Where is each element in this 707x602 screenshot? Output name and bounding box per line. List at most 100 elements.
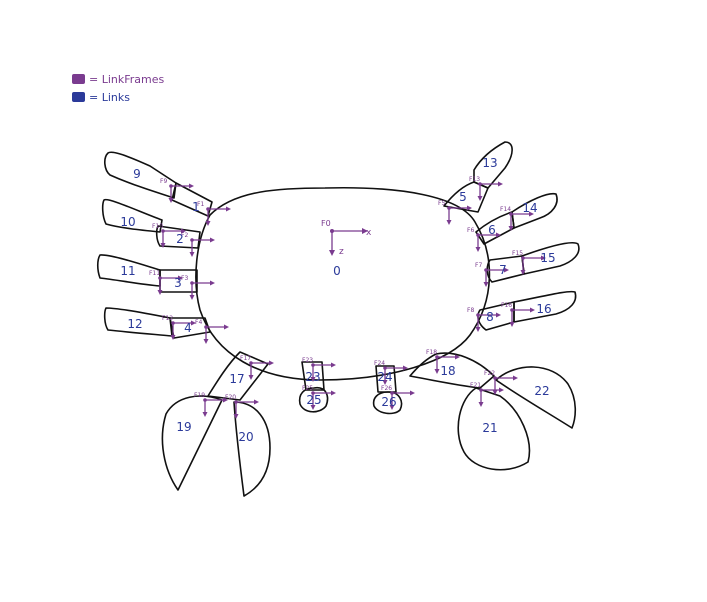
x-axis-label: x	[366, 228, 372, 238]
left-legs	[96, 151, 213, 339]
link-frame-f8: F8	[467, 307, 501, 332]
link-frame-f25: F25	[302, 385, 336, 410]
right-claw	[409, 352, 577, 471]
link-number-5: 5	[459, 190, 467, 204]
frame-label-f13: F13	[469, 176, 480, 183]
frame-label-f24: F24	[374, 360, 385, 367]
link-number-7: 7	[499, 263, 507, 277]
link-frame-f14: F14	[500, 206, 534, 231]
frame-label-f25: F25	[302, 385, 313, 392]
link-24-shape	[375, 365, 397, 393]
link-frame-f22: F22	[484, 370, 518, 395]
body-link-0-shape	[195, 186, 491, 381]
link-number-10: 10	[120, 215, 135, 229]
link-frames-layer: F1F2F3F4F5F6F7F8F9F10F11F12F13F14F15F16F…	[149, 176, 546, 419]
link-frame-f7: F7	[475, 262, 509, 287]
link-number-12: 12	[127, 317, 142, 331]
frame-label-f26: F26	[381, 385, 392, 392]
link-number-22: 22	[534, 384, 549, 398]
link-number-15: 15	[540, 251, 555, 265]
frame-label-f1: F1	[197, 201, 204, 208]
link-frame-f24: F24	[374, 360, 408, 385]
frame-label-f12: F12	[162, 315, 173, 322]
link-number-13: 13	[482, 156, 497, 170]
frame-label-f2: F2	[181, 232, 188, 239]
link-frame-f12: F12	[162, 315, 196, 340]
link-5-shape	[443, 181, 489, 213]
link-22-shape	[495, 366, 577, 429]
link-number-9: 9	[133, 167, 141, 181]
link-26-shape	[372, 391, 403, 415]
link-frame-f3: F3	[181, 275, 215, 300]
link-7-shape	[486, 255, 525, 283]
link-frame-f9: F9	[160, 178, 194, 203]
link-number-6: 6	[488, 223, 496, 237]
link-number-24: 24	[377, 370, 392, 384]
link-number-3: 3	[174, 276, 182, 290]
link-number-1: 1	[192, 200, 200, 214]
frame-label-f11: F11	[149, 270, 160, 277]
link-6-shape	[475, 211, 515, 245]
frame-label-f10: F10	[152, 223, 163, 230]
z-axis-label: z	[339, 247, 344, 257]
link-number-14: 14	[522, 201, 537, 215]
link-number-23: 23	[305, 370, 320, 384]
frame-label-f17: F17	[240, 355, 251, 362]
frame-label-f22: F22	[484, 370, 495, 377]
frame-label-f9: F9	[160, 178, 167, 185]
link-10-shape	[101, 198, 163, 233]
link-frame-f23: F23	[302, 357, 336, 382]
link-frame-f15: F15	[512, 250, 546, 275]
frame-label-f21: F21	[470, 382, 481, 389]
link-number-2: 2	[176, 232, 184, 246]
frame-label-f16: F16	[501, 302, 512, 309]
frame-label-f20: F20	[225, 394, 236, 401]
link-18-shape	[409, 352, 495, 389]
frame-label-f19: F19	[194, 392, 205, 399]
legend-label-link-frames: = LinkFrames	[89, 72, 165, 86]
frame-label-f5: F5	[438, 200, 445, 207]
link-9-shape	[104, 151, 177, 199]
frame-label-f3: F3	[181, 275, 188, 282]
body-frame-f0: F0 x z	[321, 219, 372, 257]
link-frame-f20: F20	[225, 394, 259, 419]
link-number-20: 20	[238, 430, 253, 444]
link-frame-f26: F26	[381, 385, 415, 410]
legend-item-link-frames: = LinkFrames	[72, 70, 164, 88]
link-number-0: 0	[333, 264, 341, 278]
link-frame-f6: F6	[467, 227, 501, 252]
link-frame-f5: F5	[438, 200, 472, 225]
link-frame-f1: F1	[197, 201, 231, 226]
f0-label: F0	[321, 219, 331, 228]
link-15-shape	[521, 241, 580, 275]
link-19-shape	[161, 395, 223, 491]
frame-label-f6: F6	[467, 227, 474, 234]
link-number-11: 11	[120, 264, 135, 278]
left-claw	[161, 351, 271, 497]
frame-label-f14: F14	[500, 206, 511, 213]
legend-item-links: = Links	[72, 88, 164, 106]
link-12-shape	[103, 307, 173, 337]
link-frame-f13: F13	[469, 176, 503, 201]
link-frame-f2: F2	[181, 232, 215, 257]
link-number-21: 21	[482, 421, 497, 435]
frame-label-f7: F7	[475, 262, 482, 269]
link-11-shape	[96, 254, 161, 287]
right-legs	[443, 141, 580, 331]
frame-label-f23: F23	[302, 357, 313, 364]
link-frames-swatch	[72, 74, 85, 84]
link-number-16: 16	[536, 302, 551, 316]
link-frame-f17: F17	[240, 355, 274, 380]
link-14-shape	[511, 192, 558, 229]
link-frame-f19: F19	[194, 392, 228, 417]
links-swatch	[72, 92, 85, 102]
link-21-shape	[457, 387, 531, 471]
link-frame-f11: F11	[149, 270, 183, 295]
link-16-shape	[513, 290, 577, 323]
link-frame-f21: F21	[470, 382, 504, 407]
legend-label-links: = Links	[89, 90, 130, 104]
frame-label-f18: F18	[426, 349, 437, 356]
link-number-4: 4	[184, 321, 192, 335]
